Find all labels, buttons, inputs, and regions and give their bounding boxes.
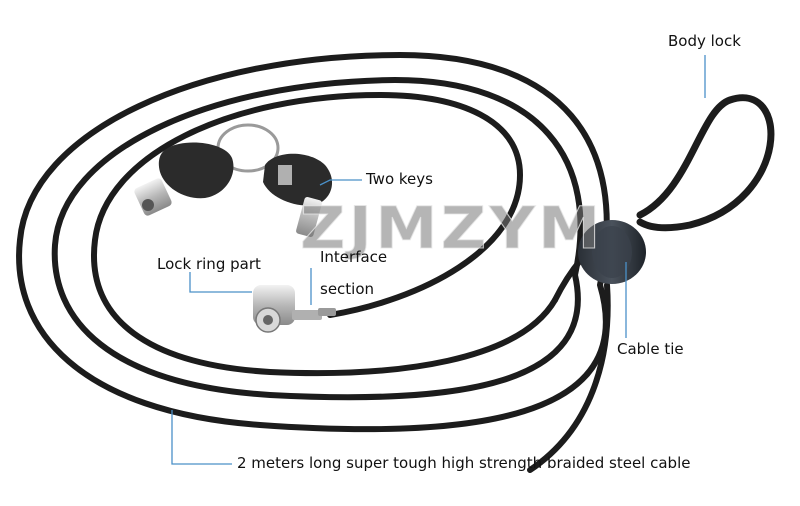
steel-cable [16,51,775,473]
key-right [263,153,333,238]
leader-cable [171,410,232,465]
body-lock-loop [636,94,775,232]
key-left [134,142,234,216]
leader-two-keys [319,179,362,186]
label-cable-description: 2 meters long super tough high strength … [237,454,691,472]
cable-tail [527,282,611,473]
watermark-text: ZJMZYM [299,194,604,263]
lock-head [253,285,336,333]
label-two-keys: Two keys [366,170,433,188]
cable-loop-middle [51,76,584,401]
cable-tie [578,220,646,284]
leader-lock-ring [189,272,252,293]
cable-loop-inner [91,91,558,377]
label-cable-tie: Cable tie [617,340,684,358]
leader-lines [171,55,706,465]
label-lock-ring-part: Lock ring part [157,255,261,273]
cable-loop-outer [16,51,610,433]
label-interface-line2: section [320,280,375,298]
label-interface-line1: Interface [320,248,388,266]
label-body-lock: Body lock [668,32,741,50]
